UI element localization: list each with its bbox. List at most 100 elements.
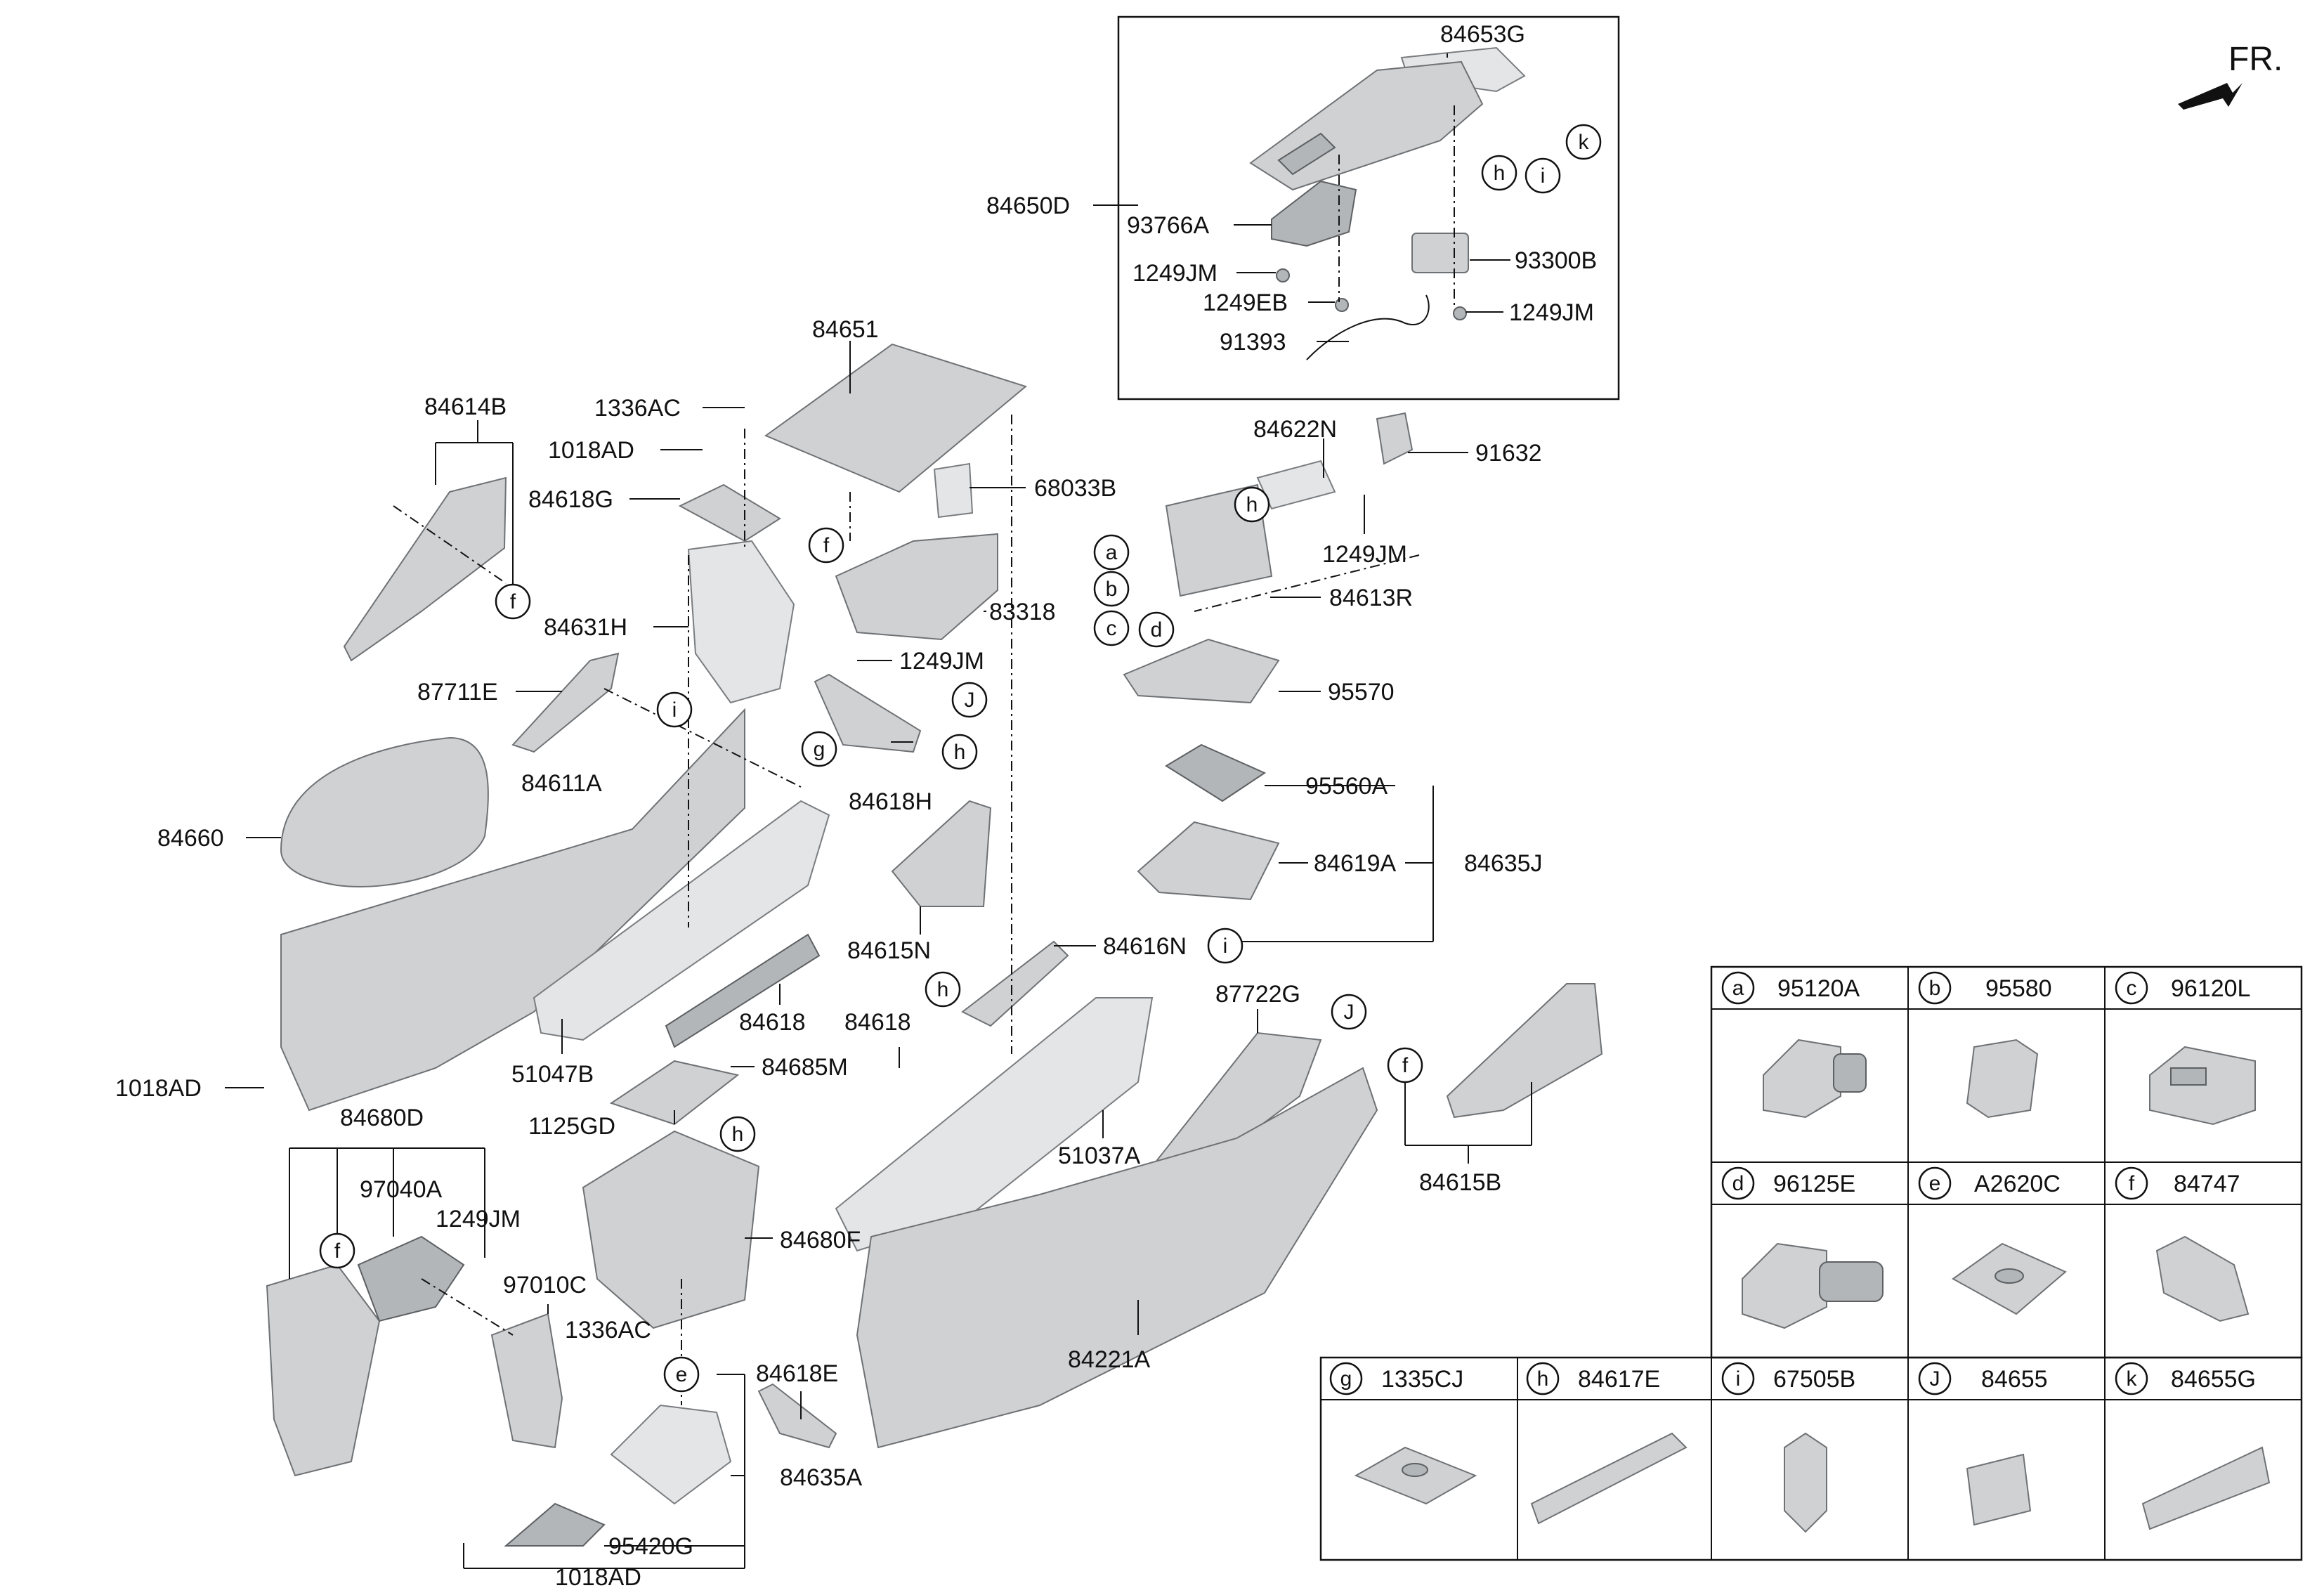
svg-text:d: d — [1732, 1172, 1744, 1195]
label-91393: 91393 — [1220, 329, 1286, 356]
legend-cell-f: f 84747 — [2115, 1166, 2250, 1322]
label-84680d: 84680D — [340, 1105, 424, 1131]
label-97040a: 97040A — [360, 1176, 443, 1203]
label-1125gd: 1125GD — [528, 1113, 615, 1140]
svg-text:84747: 84747 — [2174, 1171, 2240, 1197]
legend-cell-e: e A2620C — [1918, 1166, 2067, 1315]
legend-cell-i: i 67505B — [1721, 1362, 1855, 1533]
legend-cell-a: a 95120A — [1721, 971, 1867, 1119]
label-84651: 84651 — [812, 316, 879, 343]
label-84615b: 84615B — [1419, 1169, 1501, 1196]
part-51037a-frame — [835, 997, 1154, 1252]
svg-text:b: b — [1106, 578, 1118, 601]
label-84618e: 84618E — [756, 1360, 838, 1387]
callout-f-bezel: f — [808, 527, 844, 564]
svg-text:a: a — [1106, 541, 1118, 564]
label-93766a: 93766A — [1127, 212, 1210, 239]
svg-text:i: i — [672, 698, 677, 722]
callout-f-84680d: f — [319, 1232, 355, 1269]
label-87722g: 87722G — [1215, 981, 1300, 1008]
svg-text:h: h — [1246, 493, 1258, 516]
front-direction-indicator: FR. — [2178, 41, 2283, 110]
callout-h-84680f: h — [719, 1116, 756, 1152]
label-1336ac-lower: 1336AC — [565, 1317, 651, 1343]
legend-cell-g: g 1335CJ — [1329, 1362, 1477, 1505]
svg-text:J: J — [1344, 1001, 1354, 1024]
svg-text:95120A: 95120A — [1777, 975, 1860, 1002]
part-95570-pad — [1123, 638, 1280, 704]
svg-text:J: J — [965, 689, 975, 712]
label-95420g: 95420G — [608, 1533, 693, 1560]
svg-text:96125E: 96125E — [1773, 1171, 1855, 1197]
callout-h-84618h: h — [941, 734, 978, 770]
label-84614b: 84614B — [424, 393, 507, 420]
callout-h-switch: h — [1234, 486, 1270, 523]
svg-text:c: c — [2127, 977, 2137, 1000]
label-84618h: 84618H — [849, 788, 932, 815]
fastener-1249jm-a — [1276, 268, 1290, 282]
svg-text:96120L: 96120L — [2171, 975, 2250, 1002]
callout-b: b — [1093, 571, 1130, 607]
label-1249jm-switch: 1249JM — [1322, 541, 1407, 568]
svg-text:k: k — [2127, 1367, 2138, 1391]
svg-text:g: g — [1340, 1367, 1352, 1391]
label-84615n: 84615N — [847, 937, 931, 964]
svg-text:h: h — [937, 978, 949, 1001]
svg-text:h: h — [1537, 1367, 1549, 1391]
svg-text:f: f — [334, 1239, 341, 1263]
label-1249eb: 1249EB — [1203, 289, 1288, 316]
svg-text:i: i — [1223, 935, 1228, 958]
callout-d: d — [1138, 611, 1175, 648]
svg-text:e: e — [676, 1363, 688, 1386]
label-1249jm-lower: 1249JM — [436, 1206, 521, 1232]
callout-h-84616n: h — [925, 971, 961, 1008]
part-95560a — [1165, 743, 1267, 802]
part-84631h — [687, 540, 795, 704]
part-84614b — [343, 476, 507, 662]
label-83318: 83318 — [989, 599, 1056, 625]
fastener-1249jm-b — [1453, 306, 1467, 320]
part-84615n — [891, 800, 992, 907]
callout-c: c — [1093, 610, 1130, 646]
part-97010c — [490, 1313, 563, 1449]
usb-port-icon — [1742, 1242, 1884, 1329]
svg-text:i: i — [1736, 1367, 1741, 1391]
svg-text:d: d — [1151, 618, 1163, 642]
parts-legend-table: a 95120A b 95580 c 96120L — [1319, 965, 2303, 1561]
svg-text:f: f — [510, 590, 516, 613]
part-84650d-panel — [1249, 60, 1484, 191]
part-95420g — [504, 1502, 606, 1547]
svg-text:67505B: 67505B — [1773, 1366, 1855, 1393]
part-84650d-holes — [1277, 132, 1336, 176]
label-91632: 91632 — [1475, 440, 1542, 467]
label-95570: 95570 — [1328, 679, 1395, 705]
label-84613r: 84613R — [1329, 585, 1413, 611]
svg-text:84617E: 84617E — [1578, 1366, 1660, 1393]
label-84685m: 84685M — [762, 1054, 848, 1081]
callout-i-87711e: i — [656, 691, 693, 728]
callout-i-84619a: i — [1207, 928, 1243, 964]
part-84221a-main-panel — [856, 1067, 1378, 1449]
label-1249jm-tray: 1249JM — [899, 648, 984, 675]
callout-e: e — [663, 1356, 700, 1393]
label-84660: 84660 — [157, 825, 224, 852]
svg-text:1335CJ: 1335CJ — [1381, 1366, 1463, 1393]
part-number-labels: 84653G 84650D 93766A 1249JM 93300B 1249E… — [115, 21, 1597, 1588]
usb-port-icon — [1763, 1039, 1867, 1119]
callout-letters: k h i h a b c d f f i g J h i h J f f h … — [319, 124, 1602, 1393]
svg-text:A2620C: A2620C — [1974, 1171, 2061, 1197]
label-84622n: 84622N — [1253, 416, 1337, 443]
part-84611a-side-panel — [280, 708, 745, 1112]
svg-text:h: h — [732, 1123, 744, 1146]
callout-i-inset: i — [1525, 157, 1561, 194]
svg-text:84655: 84655 — [1981, 1366, 2048, 1393]
label-1018ad-bottom: 1018AD — [555, 1564, 641, 1588]
callout-f-84615b: f — [1387, 1047, 1423, 1083]
switch-icon — [1966, 1039, 2039, 1119]
label-93300b: 93300B — [1515, 247, 1597, 274]
part-93300b — [1411, 233, 1469, 273]
part-84618-pad-a — [665, 933, 821, 1048]
part-84618g — [678, 483, 781, 542]
svg-text:84655G: 84655G — [2171, 1366, 2256, 1393]
